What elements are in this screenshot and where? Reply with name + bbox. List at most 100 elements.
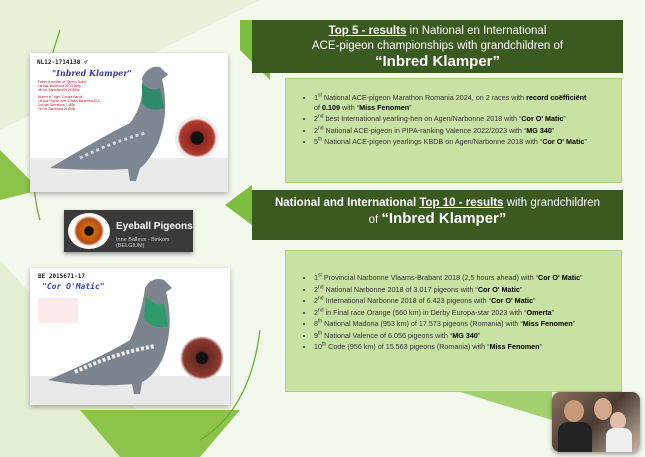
result-text: st xyxy=(318,92,322,99)
logo-title: Eyeball Pigeons xyxy=(116,221,193,232)
result-text: 10 xyxy=(314,342,322,351)
result-item: 5th National ACE-pigeon yearlings KBDB o… xyxy=(314,137,621,147)
result-text: st xyxy=(318,272,322,279)
result-text: with “ xyxy=(340,102,360,112)
result-text: ” xyxy=(551,125,555,135)
result-item: 2nd International Narbonne 2018 of 6.423… xyxy=(314,296,621,306)
top5-results-box: 1st National ACE-pigeon Marathon Romania… xyxy=(285,78,622,183)
result-text: National Madona (953 km) of 17.573 pigeo… xyxy=(322,319,523,328)
top5-heading-name: “Inbred Klamper” xyxy=(374,53,501,70)
pedigree-line: Mother is " dght. Condor Barca" xyxy=(38,94,83,99)
highlight-text: 0.109 xyxy=(322,102,340,112)
result-item: 2nd National Narbonne 2018 of 3.017 pige… xyxy=(314,285,621,295)
result-text: nd xyxy=(318,307,324,314)
eye-image xyxy=(175,116,219,160)
result-text: Code (956 km) of 15.563 pigeons (Romania… xyxy=(326,342,490,351)
eye-image xyxy=(180,336,224,380)
result-item: 1st National ACE-pigeon Marathon Romania… xyxy=(314,93,621,112)
result-text: th xyxy=(318,318,323,325)
top10-results-list: 1st Provincial Narbonne Vlaams-Brabant 2… xyxy=(286,273,621,352)
pigeon-name: "Cor O'Matic" xyxy=(42,282,105,291)
pedigree-line: Father is brother of "Queen Tonny" xyxy=(38,80,87,84)
ring-number: BE 2015671-17 xyxy=(38,273,85,280)
result-item: 10th Code (956 km) of 15.563 pigeons (Ro… xyxy=(314,342,621,352)
top5-results-list: 1st National ACE-pigeon Marathon Romania… xyxy=(286,93,621,147)
result-text: nd xyxy=(318,125,324,132)
logo-subtitle: Inne Balleux - Binkom (BELGIUM) xyxy=(116,237,170,249)
highlight-text: record coëfficiënt xyxy=(526,93,587,102)
result-text: nd xyxy=(318,295,324,302)
result-item: 2nd best International yearling-hen on A… xyxy=(314,114,621,124)
top5-heading-underlined: Top 5 - results xyxy=(328,25,407,37)
pedigree-text: Father is brother of "Queen Tonny"1st Na… xyxy=(38,80,118,111)
pedigree-line: 4th Int. Barcelona'05 25.859p xyxy=(38,88,80,93)
top10-results-box: 1st Provincial Narbonne Vlaams-Brabant 2… xyxy=(285,250,622,392)
top10-heading-of: of xyxy=(368,214,382,226)
result-text: of xyxy=(314,102,322,112)
result-item: 9th National Valence of 6.056 pigeons wi… xyxy=(314,331,621,341)
result-text: ” xyxy=(533,296,536,305)
result-item: 8th National Madona (953 km) of 17.573 p… xyxy=(314,319,621,329)
result-text: ” xyxy=(551,307,555,317)
highlight-text: Miss Fenomen xyxy=(489,342,540,351)
top5-header: Top 5 - results in National en Internati… xyxy=(252,20,623,73)
top5-heading-text: in National en International xyxy=(406,25,547,37)
highlight-text: Cor O' Matic xyxy=(521,114,564,123)
result-text: International Narbonne 2018 of 6.423 pig… xyxy=(323,296,491,305)
pedigree-line: 3rd Nat. Barcelona 7.489p xyxy=(38,103,76,108)
result-item: 1st Provincial Narbonne Vlaams-Brabant 2… xyxy=(314,273,621,283)
result-text: National Narbonne 2018 of 3.017 pigeons … xyxy=(323,284,478,294)
result-text: National ACE-pigeon yearlings KBDB on Ag… xyxy=(322,137,543,146)
result-text: National ACE-pigeon in PIPA-ranking Vale… xyxy=(323,125,527,135)
result-text: th xyxy=(322,341,327,348)
result-text: best International yearling-hen on Agen/… xyxy=(323,114,522,123)
highlight-text: MG 340 xyxy=(526,125,552,135)
result-text: Provincial Narbonne Vlaams-Brabant 2018 … xyxy=(321,273,539,282)
result-text: ” xyxy=(519,284,523,294)
top10-header: National and International Top 10 - resu… xyxy=(252,190,623,240)
top10-heading-text: with grandchildren xyxy=(503,197,601,209)
result-item: 2nd National ACE-pigeon in PIPA-ranking … xyxy=(314,126,621,136)
pedigree-line: 7th Int. Barcelona 25.855p xyxy=(38,107,76,112)
highlight-text: Cor O' Matic xyxy=(542,137,585,146)
highlight-text: Cor O' Matic xyxy=(491,296,534,305)
pigeon-card-cor-o-matic: BE 2015671-17 "Cor O'Matic" xyxy=(30,268,230,405)
top5-heading-line2: ACE-pigeon championships with grandchild… xyxy=(311,40,564,52)
pedigree-line: 1st Nat. Barcelona'05 13.666p xyxy=(38,84,81,89)
eyeball-pigeons-logo: Eyeball Pigeons Inne Balleux - Binkom (B… xyxy=(64,210,193,252)
result-text: National Valence of 6.056 pigeons with “ xyxy=(322,330,453,340)
result-text: th xyxy=(318,136,323,143)
ring-number: NL12-1714138 ♂ xyxy=(37,59,88,66)
highlight-text: Miss Fenomen xyxy=(359,102,410,112)
pigeon-name: "Inbred Klamper" xyxy=(52,68,132,78)
highlight-text: MG 340 xyxy=(452,330,478,340)
pigeon-image xyxy=(30,66,228,192)
result-text: nd xyxy=(318,113,324,120)
result-text: ” xyxy=(584,137,587,146)
pigeon-card-inbred-klamper: NL12-1714138 ♂ "Inbred Klamper" Father i… xyxy=(30,53,228,192)
result-text: ” xyxy=(539,342,542,351)
result-text: 2 xyxy=(314,307,318,317)
highlight-text: Miss Fenomen xyxy=(522,319,573,328)
result-text: 2 xyxy=(314,114,318,123)
result-text: ” xyxy=(572,319,576,328)
result-text: 1 xyxy=(314,93,318,102)
pigeon-image xyxy=(30,279,230,405)
top10-heading-name: “Inbred Klamper” xyxy=(381,210,507,227)
result-text: ” xyxy=(409,102,412,112)
result-item: 2nd in Final race Orange (560 km) in Der… xyxy=(314,308,621,318)
family-photo xyxy=(552,392,640,452)
result-text: 2 xyxy=(314,296,318,305)
result-text: 2 xyxy=(314,284,318,294)
result-text: 5 xyxy=(314,137,318,146)
logo-eye-icon xyxy=(68,213,110,249)
top10-heading-bold: National and International xyxy=(274,197,420,209)
result-text: ” xyxy=(580,273,583,282)
result-text: National ACE-pigeon Marathon Romania 202… xyxy=(321,93,527,102)
result-text: 2 xyxy=(314,125,318,135)
result-text: th xyxy=(318,330,323,337)
result-text: 1 xyxy=(314,273,318,282)
highlight-text: Cor O' Matic xyxy=(477,284,520,294)
result-text: in Final race Orange (560 km) in Derby E… xyxy=(323,307,527,317)
result-text: nd xyxy=(318,284,324,291)
